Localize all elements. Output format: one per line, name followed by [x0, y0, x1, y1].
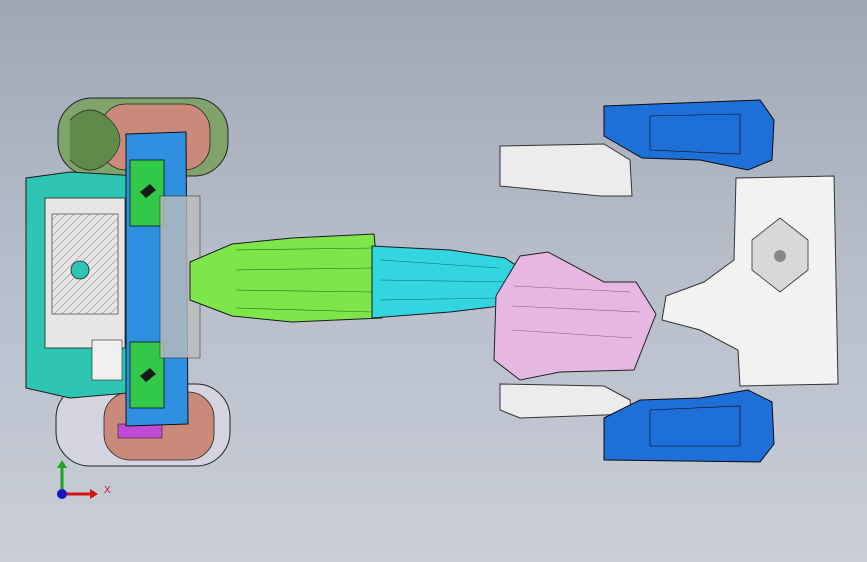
triad-axes-icon [57, 460, 98, 499]
rear-wheelhouse-upper[interactable] [603, 99, 775, 171]
rear-rail-upper[interactable] [499, 143, 633, 197]
fuel-tank-bracket[interactable] [493, 251, 657, 381]
rear-wheelhouse-lower[interactable] [603, 389, 775, 463]
coordinate-triad: X [50, 458, 120, 508]
rear-floor-panel[interactable] [661, 175, 839, 387]
engine-block[interactable] [25, 171, 141, 399]
front-subframe[interactable] [125, 131, 201, 427]
x-axis-label: X [104, 485, 111, 496]
transmission[interactable] [189, 233, 383, 323]
rear-rail-lower[interactable] [499, 383, 633, 419]
